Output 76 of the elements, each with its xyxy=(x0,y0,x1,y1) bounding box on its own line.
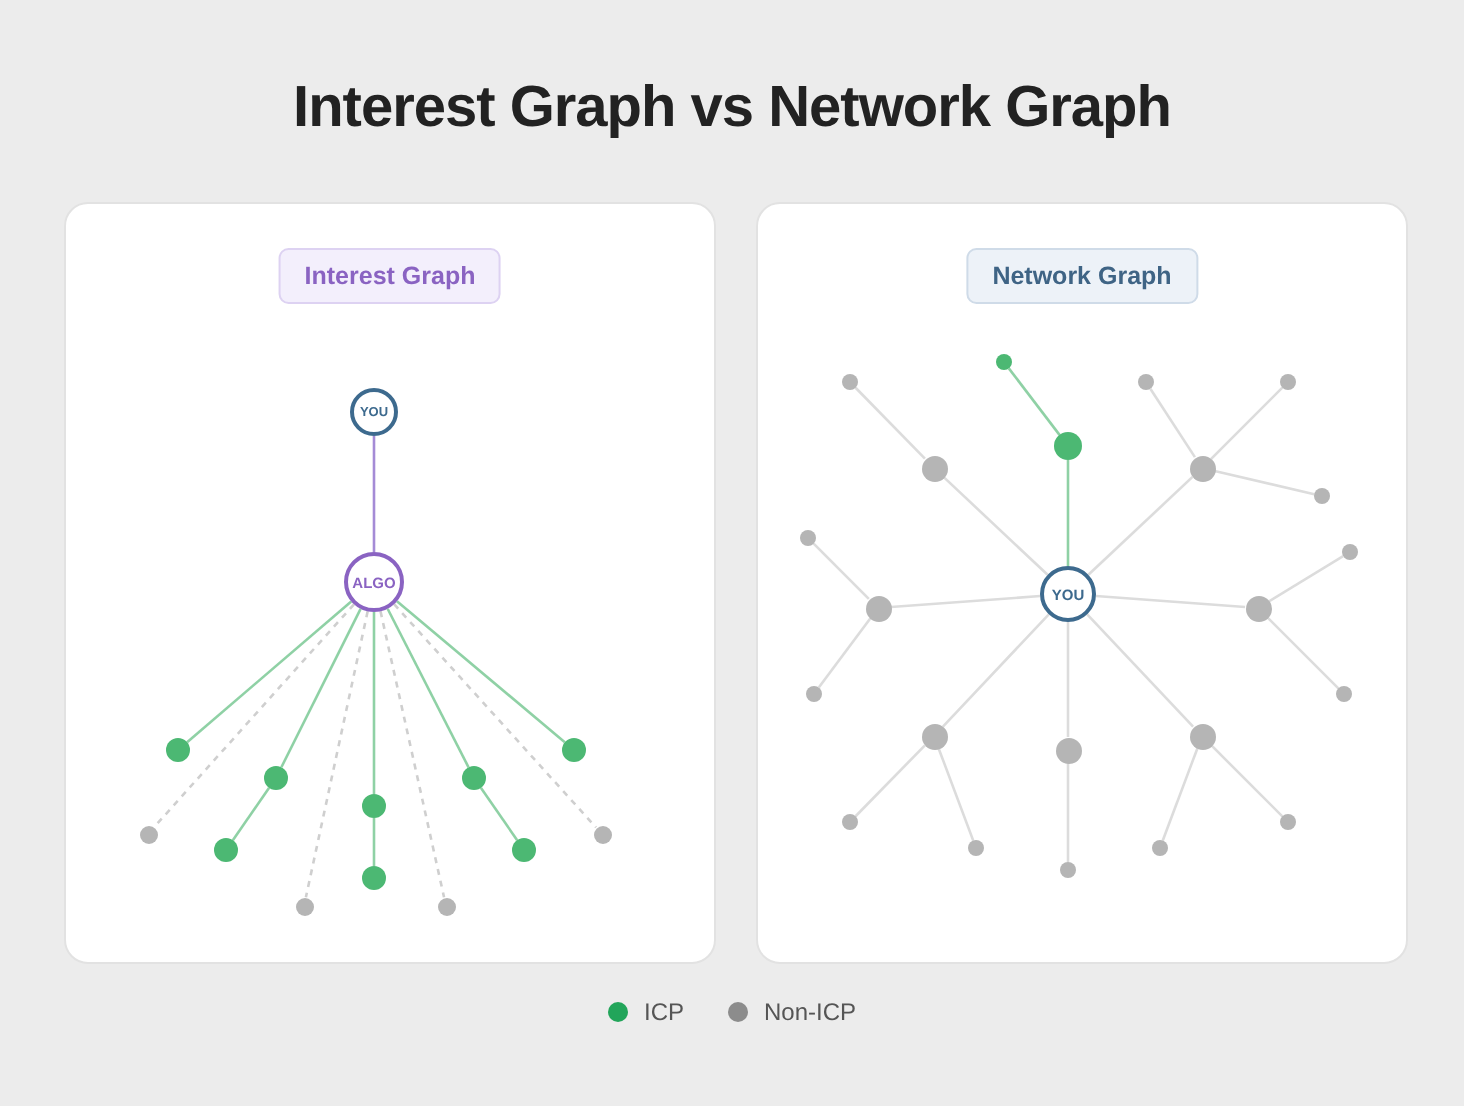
connector-line xyxy=(1210,744,1284,818)
panel-card xyxy=(64,202,716,964)
non-icp-node-dot xyxy=(1280,814,1296,830)
dashed-connector-line xyxy=(304,611,369,898)
icp-node-dot xyxy=(362,866,386,890)
non-icp-node-dot xyxy=(842,814,858,830)
panel-heading: Network Graph xyxy=(966,248,1198,304)
connector-line xyxy=(1210,386,1284,460)
legend-label: ICP xyxy=(643,998,684,1026)
non-icp-node-dot xyxy=(1336,686,1352,702)
legend-label: Non-ICP xyxy=(764,998,857,1026)
connector-line xyxy=(1095,594,1246,609)
connector-line xyxy=(386,608,470,768)
non-icp-node-dot xyxy=(968,840,984,856)
connector-line xyxy=(1086,613,1195,728)
non-icp-node-dot xyxy=(1055,737,1081,763)
non-icp-node-dot xyxy=(1189,455,1215,481)
non-icp-node-dot xyxy=(1342,544,1358,560)
connector-line xyxy=(1007,367,1061,436)
connector-line xyxy=(942,475,1049,576)
panel-card xyxy=(756,202,1408,964)
non-icp-node-dot xyxy=(800,530,816,546)
dashed-connector-line xyxy=(379,611,446,898)
icp-node-dot xyxy=(562,738,586,762)
connector-line xyxy=(1066,763,1070,862)
panel-heading: Interest Graph xyxy=(278,248,502,304)
icp-node-dot xyxy=(1054,432,1082,460)
connector-line xyxy=(1066,460,1070,566)
connector-line xyxy=(396,600,566,744)
page-title: Interest Graph vs Network Graph xyxy=(291,76,1173,142)
connector-line xyxy=(937,747,975,841)
icp-node-dot xyxy=(362,794,386,818)
connector-line xyxy=(854,744,926,818)
connector-line xyxy=(479,787,519,841)
non-icp-node-dot xyxy=(437,897,455,915)
connector-line xyxy=(941,613,1050,728)
non-icp-node-dot xyxy=(1138,374,1154,390)
dashed-connector-line xyxy=(393,603,597,829)
connector-line xyxy=(890,594,1041,609)
icp-node-dot xyxy=(462,766,486,790)
non-icp-node-dot xyxy=(1280,374,1296,390)
non-icp-node-dot xyxy=(842,374,858,390)
connector-line xyxy=(1214,469,1315,496)
non-icp-node-dot xyxy=(865,595,891,621)
connector-line xyxy=(1268,555,1344,603)
icp-node-dot xyxy=(214,838,238,862)
icp-node-dot xyxy=(166,738,190,762)
connector-line xyxy=(372,436,376,552)
non-icp-node-dot xyxy=(139,825,157,843)
connector-line xyxy=(1087,475,1194,576)
non-icp-node-dot xyxy=(1060,862,1076,878)
connector-line xyxy=(372,818,376,866)
connector-line xyxy=(186,600,353,744)
non-icp-node-dot xyxy=(1189,723,1215,749)
non-icp-node-dot xyxy=(1245,595,1271,621)
non-icp-node-dot xyxy=(921,723,947,749)
connector-line xyxy=(231,787,271,841)
connector-line xyxy=(1149,388,1196,458)
non-icp-node-dot xyxy=(1152,840,1168,856)
icp-node-dot xyxy=(512,838,536,862)
connector-line xyxy=(1161,747,1199,841)
connector-line xyxy=(854,386,926,460)
connector-line xyxy=(1066,622,1070,737)
connector-line xyxy=(1266,616,1340,690)
connector-line xyxy=(280,608,362,768)
connector-line xyxy=(812,542,870,600)
icp-node-dot xyxy=(264,766,288,790)
non-icp-node-dot xyxy=(921,455,947,481)
dashed-connector-line xyxy=(153,603,355,829)
connector-line xyxy=(817,617,872,689)
non-icp-node-dot xyxy=(806,686,822,702)
non-icp-node-dot xyxy=(593,825,611,843)
icp-node-dot xyxy=(996,354,1012,370)
connector-line xyxy=(372,612,376,794)
non-icp-node-dot xyxy=(295,897,313,915)
non-icp-node-dot xyxy=(1314,488,1330,504)
